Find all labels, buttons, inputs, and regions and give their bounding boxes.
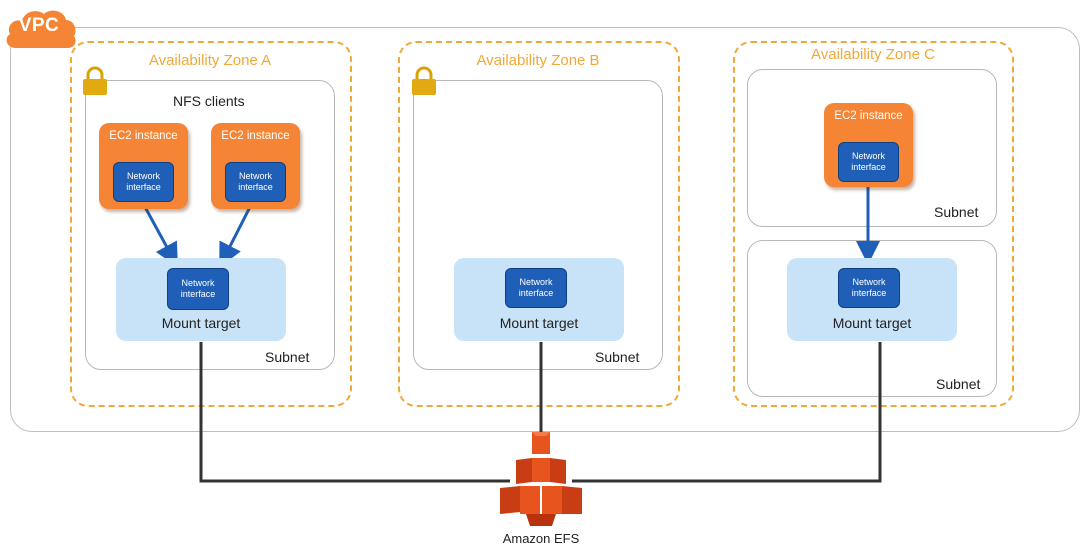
arrow-ec2-2-to-mount — [219, 206, 252, 268]
ni-line1: Network — [238, 171, 272, 181]
ni-line1: Network — [181, 278, 215, 288]
lock-icon — [83, 66, 107, 95]
ec2-instance-label: EC2 instance — [834, 110, 903, 122]
vpc-label: VPC — [18, 15, 60, 36]
efs-connector-a — [199, 342, 510, 483]
nfs-clients-label: NFS clients — [173, 93, 245, 109]
ec2-instance-label: EC2 instance — [221, 130, 290, 142]
zone-b-label: Availability Zone B — [476, 52, 600, 69]
ni-line1: Network — [519, 277, 553, 287]
zone-a-label: Availability Zone A — [148, 52, 272, 69]
arrow-ec2-1-to-mount — [143, 206, 178, 268]
mount-target-label: Mount target — [161, 315, 241, 331]
ni-line2: interface — [851, 288, 887, 298]
amazon-efs-icon — [500, 432, 582, 526]
ni-line1: Network — [851, 151, 885, 161]
ni-line2: interface — [126, 182, 161, 192]
amazon-efs-label: Amazon EFS — [502, 531, 580, 546]
mount-target-label: Mount target — [832, 315, 912, 331]
ni-line2: interface — [518, 288, 554, 298]
zone-c-label: Availability Zone C — [811, 46, 935, 63]
subnet-c-bottom-label: Subnet — [936, 376, 981, 392]
subnet-b-label: Subnet — [595, 349, 640, 365]
mount-target-label: Mount target — [499, 315, 579, 331]
availability-zone-c — [733, 41, 1014, 407]
ni-line1: Network — [852, 277, 886, 287]
efs-connector-c — [572, 342, 882, 483]
availability-zone-b — [398, 41, 680, 407]
ni-line2: interface — [180, 289, 216, 299]
subnet-c-top-label: Subnet — [934, 204, 979, 220]
ni-line2: interface — [238, 182, 273, 192]
lock-icon — [412, 66, 436, 95]
ni-line2: interface — [851, 162, 886, 172]
ni-line1: Network — [126, 171, 160, 181]
subnet-a-label: Subnet — [265, 349, 310, 365]
ec2-instance-label: EC2 instance — [109, 130, 178, 142]
cloud-icon — [6, 10, 76, 48]
availability-zone-a — [70, 41, 352, 407]
